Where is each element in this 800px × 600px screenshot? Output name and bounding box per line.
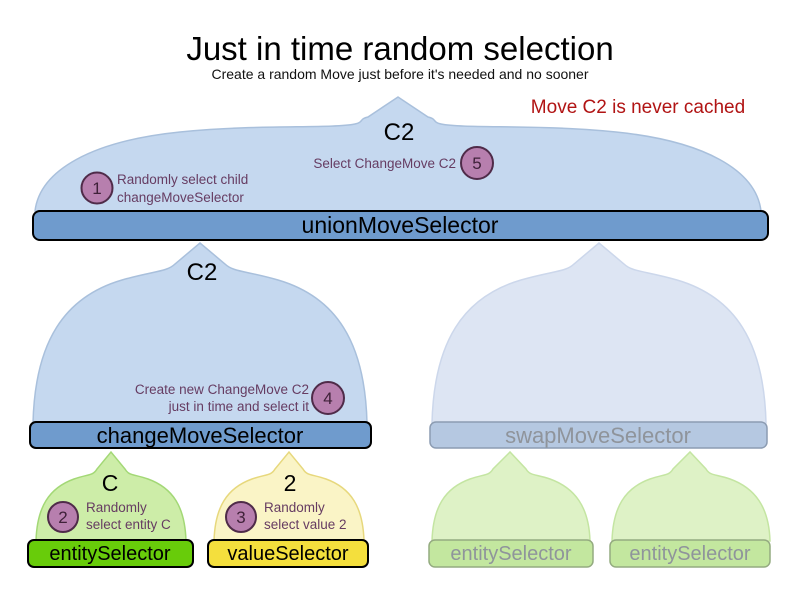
step-2-text-line-2: select entity C <box>86 517 171 532</box>
entity-faded-left-bar-label: entitySelector <box>450 543 572 565</box>
step-5-text: Select ChangeMove C2 <box>313 156 456 171</box>
step-1-text-line-1: Randomly select child <box>117 172 248 187</box>
swap-bar-label: swapMoveSelector <box>505 423 691 448</box>
note-never-cached: Move C2 is never cached <box>531 97 745 118</box>
union-funnel-shape <box>34 96 762 212</box>
step-2-number: 2 <box>58 508 67 527</box>
entity-selector-faded-left-group: entitySelector <box>428 450 594 568</box>
step-3-number: 3 <box>236 508 245 527</box>
step-4-text-line-1: Create new ChangeMove C2 <box>135 382 309 397</box>
entity-faded-right-bar <box>609 539 771 568</box>
entity-selector-faded-right-group: entitySelector <box>609 450 771 568</box>
step-2-text-line-1: Randomly <box>86 500 147 515</box>
change-bar <box>29 421 372 449</box>
union-move-selector-group: unionMoveSelector C2 1 Randomly select c… <box>32 96 769 241</box>
entity-faded-right-bar-label: entitySelector <box>629 543 751 565</box>
entity-faded-left-bar <box>428 539 594 568</box>
change-move-selector-group: changeMoveSelector C2 Create new ChangeM… <box>29 242 372 449</box>
step-1-number: 1 <box>92 179 101 198</box>
entity-faded-right-funnel-shape <box>611 450 771 542</box>
swap-move-selector-group: swapMoveSelector <box>429 242 768 449</box>
union-bar-label: unionMoveSelector <box>302 212 499 238</box>
step-3-circle <box>225 501 257 533</box>
change-output-label: C2 <box>187 259 218 286</box>
step-3-text-line-2: select value 2 <box>264 517 347 532</box>
value-output-label: 2 <box>284 470 297 496</box>
page-subtitle: Create a random Move just before it's ne… <box>211 66 588 82</box>
step-4-number: 4 <box>323 389 332 408</box>
value-bar <box>207 539 369 568</box>
union-bar <box>32 210 769 241</box>
step-5-number: 5 <box>472 154 481 173</box>
entity-bar <box>27 539 194 568</box>
step-1-circle <box>80 171 114 205</box>
step-4-text-line-2: just in time and select it <box>168 399 310 414</box>
entity-bar-label: entitySelector <box>49 543 171 565</box>
change-funnel-shape <box>32 242 368 424</box>
swap-funnel-shape <box>431 242 767 424</box>
entity-faded-left-funnel-shape <box>431 450 591 542</box>
step-4-circle <box>311 381 345 415</box>
swap-bar <box>429 421 768 449</box>
step-2-circle <box>47 501 79 533</box>
step-5-circle <box>460 146 494 180</box>
page-title: Just in time random selection <box>186 30 613 67</box>
step-3-text-line-1: Randomly <box>264 500 325 515</box>
step-1-text-line-2: changeMoveSelector <box>117 190 244 205</box>
change-bar-label: changeMoveSelector <box>97 423 304 448</box>
entity-output-label: C <box>102 470 119 496</box>
value-bar-label: valueSelector <box>227 543 349 565</box>
union-output-label: C2 <box>384 119 415 146</box>
value-selector-group: valueSelector 2 3 Randomly select value … <box>207 450 369 568</box>
entity-selector-group: entitySelector C 2 Randomly select entit… <box>27 450 194 568</box>
